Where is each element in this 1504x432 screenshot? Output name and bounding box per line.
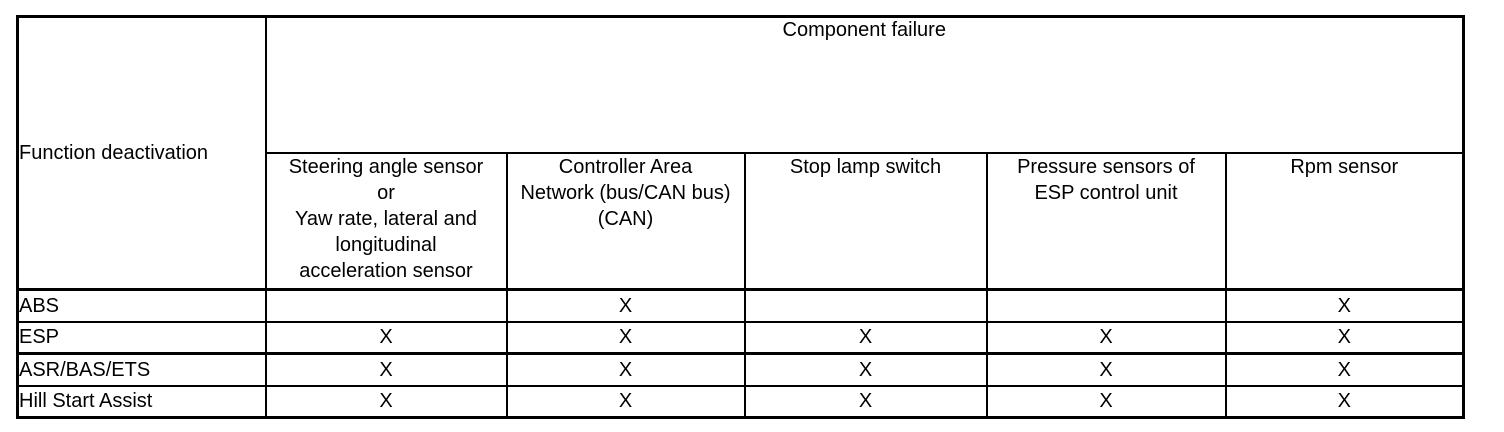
- matrix-cell: X: [264, 352, 508, 387]
- matrix-cell: X: [1224, 288, 1465, 323]
- matrix-cell: [985, 288, 1227, 323]
- matrix-cell: X: [743, 384, 988, 419]
- column-header-stop-lamp-switch: Stop lamp switch: [743, 152, 988, 291]
- matrix-cell: X: [743, 320, 988, 355]
- table-row-abs: ABS X X: [16, 288, 1465, 323]
- column-header-pressure-sensors: Pressure sensors of ESP control unit: [985, 152, 1227, 291]
- matrix-cell: X: [505, 352, 746, 387]
- matrix-cell: X: [264, 320, 508, 355]
- matrix-cell: X: [1224, 384, 1465, 419]
- column-header-steering-angle-sensor: Steering angle sensor or Yaw rate, later…: [264, 152, 508, 291]
- table-row-esp: ESP X X X X X: [16, 320, 1465, 355]
- group-header-cell: Component failure: [264, 15, 1465, 154]
- matrix-cell: X: [1224, 320, 1465, 355]
- table-row-asr-bas-ets: ASR/BAS/ETS X X X X X: [16, 352, 1465, 387]
- column-header-row: Steering angle sensor or Yaw rate, later…: [18, 152, 1465, 291]
- matrix-cell: X: [985, 352, 1227, 387]
- matrix-cell: [264, 288, 508, 323]
- function-deactivation-table: Function deactivation Component failure …: [16, 15, 1465, 419]
- matrix-cell: X: [1224, 352, 1465, 387]
- row-label: Hill Start Assist: [16, 384, 267, 419]
- row-label: ABS: [16, 288, 267, 323]
- matrix-cell: X: [505, 320, 746, 355]
- row-label: ASR/BAS/ETS: [16, 352, 267, 387]
- group-header-row: Function deactivation Component failure: [16, 15, 1465, 291]
- corner-header-cell: Function deactivation: [16, 15, 267, 291]
- matrix-cell: X: [505, 384, 746, 419]
- matrix-cell: X: [985, 384, 1227, 419]
- matrix-cell: X: [743, 352, 988, 387]
- row-label: ESP: [16, 320, 267, 355]
- matrix-cell: X: [985, 320, 1227, 355]
- column-header-rpm-sensor: Rpm sensor: [1224, 152, 1465, 291]
- matrix-cell: X: [505, 288, 746, 323]
- matrix-cell: X: [264, 384, 508, 419]
- matrix-cell: [743, 288, 988, 323]
- table-row-hill-start-assist: Hill Start Assist X X X X X: [16, 384, 1465, 419]
- column-header-can-bus: Controller Area Network (bus/CAN bus) (C…: [505, 152, 746, 291]
